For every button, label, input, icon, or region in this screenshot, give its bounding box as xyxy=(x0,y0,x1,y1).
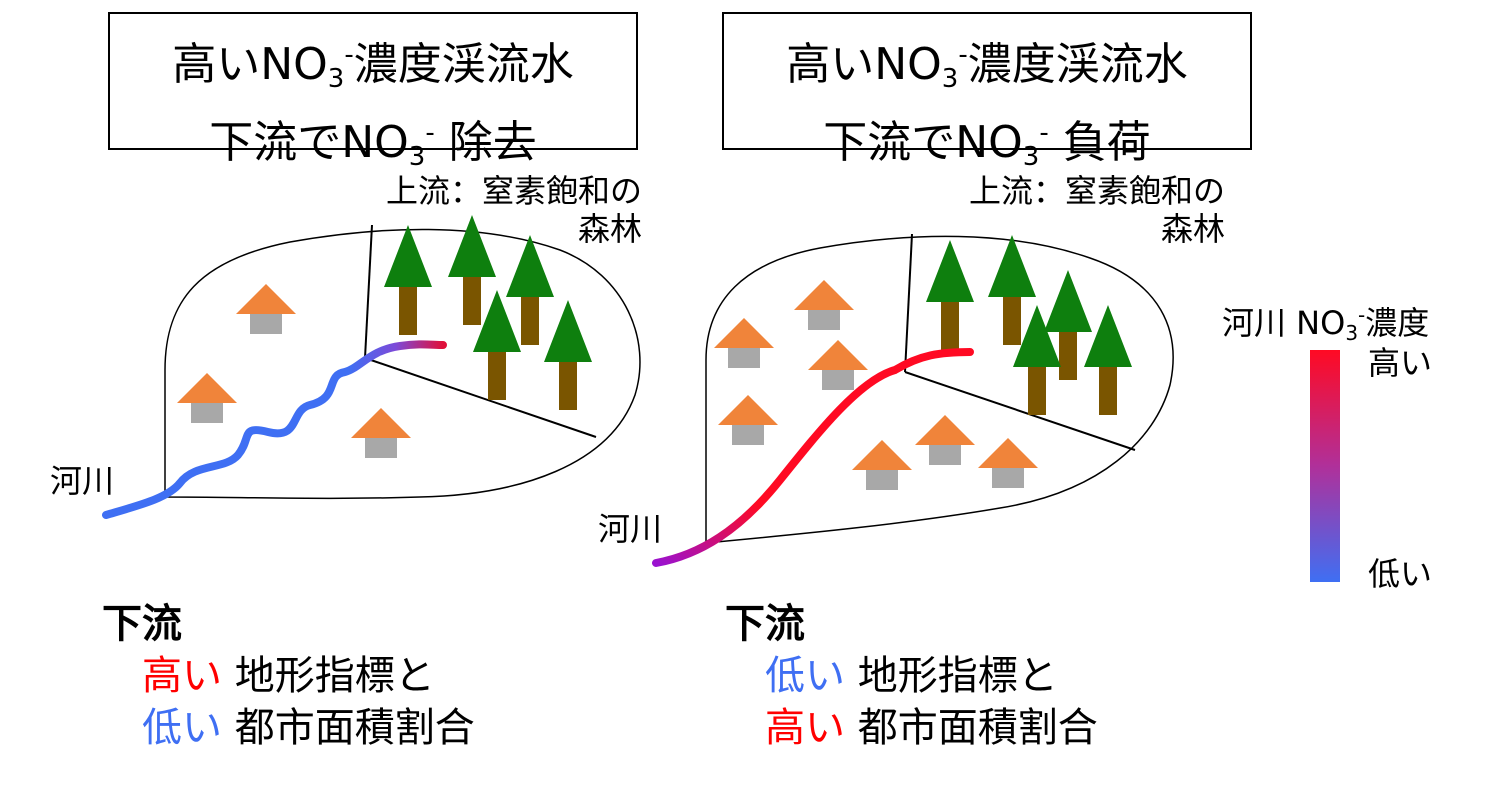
right-river-label: 河川 xyxy=(598,510,663,548)
left-summary: 下流 高い 地形指標と 低い 都市面積割合 xyxy=(102,598,475,754)
legend-high-label: 高い xyxy=(1368,344,1433,382)
left-title-box: 高いNO3-濃度渓流水 下流でNO3- 除去 xyxy=(108,12,638,172)
right-summary-head: 下流 xyxy=(725,601,805,647)
right-watershed xyxy=(652,233,1174,567)
legend-low-label: 低い xyxy=(1368,555,1433,593)
left-summary-row2: 低い 都市面積割合 xyxy=(142,705,475,751)
left-river-line xyxy=(102,340,447,519)
left-forest-boundary-2 xyxy=(364,357,597,438)
right-river-line xyxy=(652,348,974,567)
left-upstream-label: 上流：窒素飽和の 森林 xyxy=(385,172,642,248)
left-watershed xyxy=(102,215,641,519)
left-summary-row1: 高い 地形指標と xyxy=(142,653,435,699)
right-title-line2: 下流でNO3- 負荷 xyxy=(823,117,1151,172)
left-forest-boundary-1 xyxy=(364,224,373,359)
legend-gradient-bar xyxy=(1310,350,1340,582)
right-title-box: 高いNO3-濃度渓流水 下流でNO3- 負荷 xyxy=(722,12,1252,172)
left-summary-head: 下流 xyxy=(102,601,182,647)
right-summary-row2: 高い 都市面積割合 xyxy=(765,705,1098,751)
legend-title: 河川 NO3-濃度 xyxy=(1222,303,1430,345)
right-title-line1: 高いNO3-濃度渓流水 xyxy=(786,39,1188,94)
left-title-line2: 下流でNO3- 除去 xyxy=(209,117,537,172)
right-summary: 下流 低い 地形指標と 高い 都市面積割合 xyxy=(725,598,1098,754)
right-forest-boundary-1 xyxy=(904,233,913,373)
left-title-line1: 高いNO3-濃度渓流水 xyxy=(172,39,574,94)
right-forest-boundary-2 xyxy=(904,371,1136,451)
left-river-label: 河川 xyxy=(50,462,115,500)
right-summary-row1: 低い 地形指標と xyxy=(765,653,1058,699)
right-upstream-label: 上流：窒素飽和の 森林 xyxy=(968,172,1225,248)
